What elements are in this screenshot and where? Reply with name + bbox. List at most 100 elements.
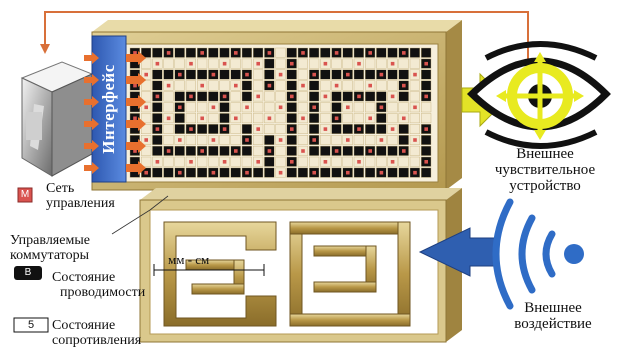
resistive-cell: [163, 124, 174, 135]
resistive-cell: [230, 156, 241, 167]
resistive-cell: [309, 156, 320, 167]
resistive-cell: [163, 156, 174, 167]
resistive-cell: [174, 156, 185, 167]
conducting-cell: [264, 58, 275, 69]
resistive-cell: [264, 124, 275, 135]
legend-resist-label: Состояние сопротивления: [52, 318, 141, 348]
control-node: [155, 160, 160, 164]
conducting-cell: [309, 124, 320, 135]
conducting-cell: [219, 145, 230, 156]
conducting-cell: [376, 145, 387, 156]
legend-conduct-label: Состояние проводимости: [52, 270, 145, 300]
resistive-cell: [409, 91, 421, 102]
conducting-cell: [353, 145, 365, 156]
conducting-cell: [376, 113, 387, 124]
conducting-cell: [353, 69, 365, 80]
control-node: [357, 94, 361, 99]
conducting-cell: [174, 124, 185, 135]
conducting-cell: [398, 124, 409, 135]
resistive-cell: [185, 134, 197, 145]
conducting-cell: [320, 145, 331, 156]
resistive-cell: [320, 134, 331, 145]
sensor-label-line1: Внешнее: [516, 146, 574, 162]
conducting-cell: [342, 47, 353, 58]
resistive-cell: [219, 80, 230, 91]
conducting-cell: [331, 124, 342, 135]
conducting-cell: [152, 47, 163, 58]
resistive-cell: [275, 145, 286, 156]
conducting-cell: [208, 145, 219, 156]
conducting-cell: [286, 69, 297, 80]
resistive-cell: [353, 134, 365, 145]
conducting-cell: [241, 80, 253, 91]
conducting-cell: [331, 91, 342, 102]
legend-conduct-swatch: [14, 266, 42, 280]
resistive-cell: [320, 102, 331, 113]
resistive-cell: [297, 58, 309, 69]
control-node: [155, 127, 160, 131]
conducting-cell: [297, 167, 309, 178]
interface-label: Интерфейс: [99, 64, 118, 154]
conducting-cell: [398, 91, 409, 102]
interface-input-arrow: [84, 52, 99, 64]
interface-arrow: [126, 117, 146, 131]
interface-arrow: [126, 73, 146, 87]
conducting-cell: [241, 145, 253, 156]
conducting-cell: [286, 113, 297, 124]
control-node: [178, 138, 182, 142]
resistive-cell: [208, 156, 219, 167]
resistive-cell: [252, 134, 264, 145]
resistive-cell: [421, 113, 432, 124]
resistive-cell: [409, 124, 421, 135]
resistive-cell: [241, 58, 253, 69]
resistive-cell: [331, 134, 342, 145]
conducting-cell: [185, 69, 197, 80]
resistive-cell: [252, 145, 264, 156]
control-node: [200, 83, 204, 88]
measure-line: [153, 264, 265, 276]
control-node: [413, 138, 417, 142]
legend-network-line2: управления: [46, 196, 115, 211]
conducting-cell: [196, 69, 208, 80]
control-node: [267, 51, 272, 55]
resistive-cell: [342, 156, 353, 167]
control-node: [256, 160, 260, 164]
resistive-cell: [376, 156, 387, 167]
control-node: [256, 127, 260, 131]
conducting-cell: [185, 167, 197, 178]
conducting-cell: [309, 113, 320, 124]
control-node: [413, 170, 417, 175]
conducting-cell: [252, 47, 264, 58]
feedback-line: [40, 11, 529, 62]
control-node: [424, 61, 428, 66]
impact-label-line2: воздействие: [514, 316, 592, 332]
control-node: [379, 170, 384, 175]
control-node: [245, 170, 249, 175]
resistive-cell: [140, 156, 152, 167]
resistive-cell: [387, 80, 398, 91]
conducting-cell: [140, 47, 152, 58]
control-node: [368, 51, 372, 55]
control-node: [178, 170, 182, 175]
conducting-cell: [320, 47, 331, 58]
control-node: [166, 51, 171, 55]
conducting-cell: [342, 124, 353, 135]
control-node: [144, 138, 148, 142]
control-node: [390, 94, 395, 99]
control-node: [267, 83, 272, 88]
control-node: [357, 127, 361, 131]
resistive-cell: [174, 80, 185, 91]
resistive-cell: [208, 80, 219, 91]
legend-switches-line1: Управляемые: [10, 233, 90, 248]
interface-input-arrow: [84, 140, 99, 152]
conducting-cell: [320, 69, 331, 80]
resistive-cell: [264, 91, 275, 102]
control-node: [133, 83, 137, 88]
conducting-cell: [409, 47, 421, 58]
interface-arrow: [126, 161, 146, 175]
resistive-cell: [140, 113, 152, 124]
control-node: [368, 83, 372, 88]
resistive-cell: [297, 156, 309, 167]
conducting-cell: [398, 134, 409, 145]
